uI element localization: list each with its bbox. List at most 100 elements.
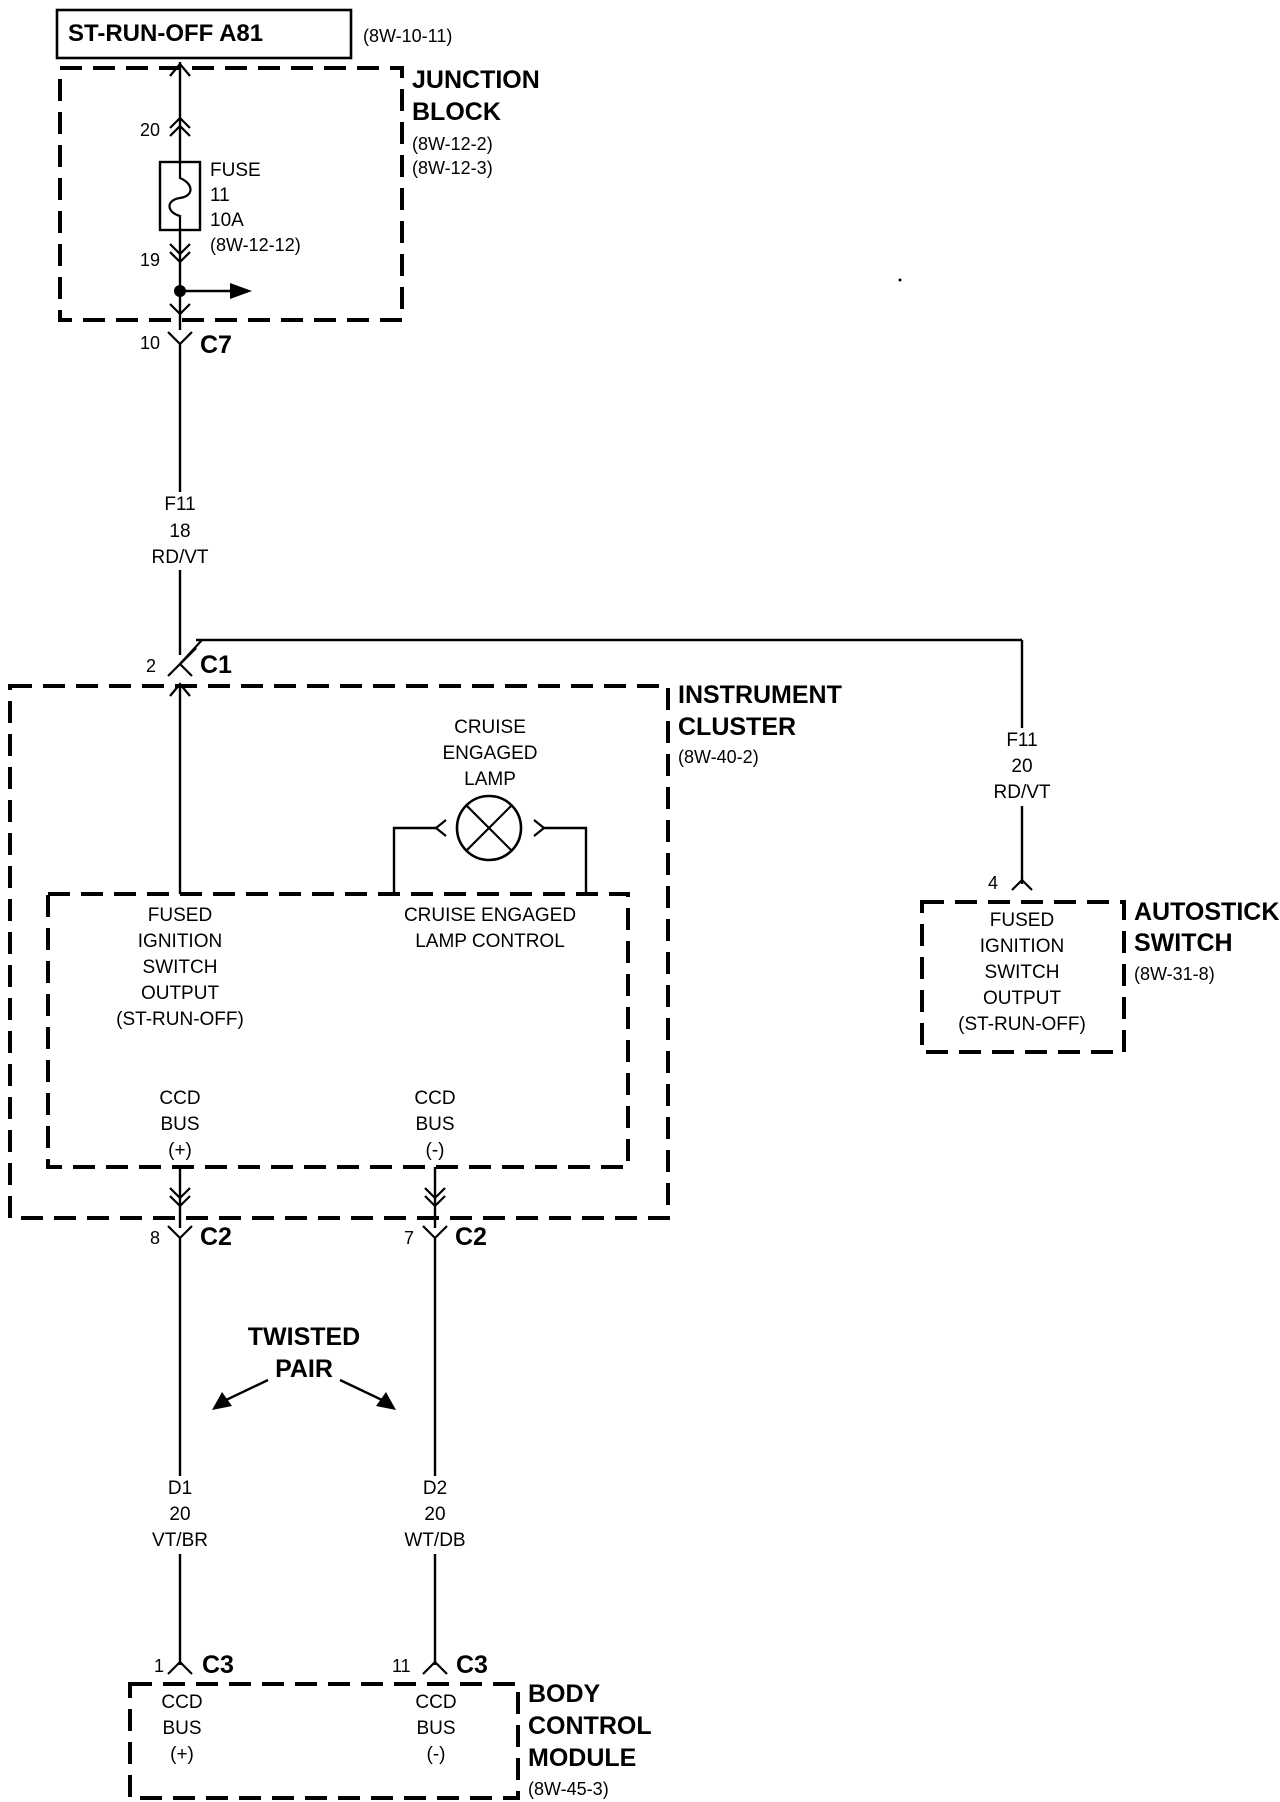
cluster-title-1: INSTRUMENT	[678, 681, 842, 709]
body-control-module: BODY CONTROL MODULE (8W-45-3) CCD BUS (+…	[128, 1680, 652, 1800]
fuse-ref: (8W-12-12)	[210, 235, 301, 255]
c3-minus-pin: 11	[392, 1656, 411, 1676]
wire-d2-label: D2 20 WT/DB	[398, 1476, 472, 1554]
lamp-label-2: ENGAGED	[442, 743, 537, 764]
c2-minus-pin: 7	[404, 1228, 414, 1248]
svg-text:CCD: CCD	[161, 1692, 202, 1713]
fuse-rating: 10A	[210, 210, 244, 231]
connector-c1: 2 C1	[146, 638, 1022, 679]
c7-pin: 10	[140, 333, 160, 353]
autostick-title-2: SWITCH	[1134, 929, 1233, 957]
wire-d2-gauge: 20	[424, 1504, 445, 1525]
connector-c2-minus: 7 C2	[404, 1223, 487, 1251]
fuse-label: FUSE	[210, 160, 261, 181]
autostick-label-5: (ST-RUN-OFF)	[958, 1014, 1086, 1035]
junction-block-title-2: BLOCK	[412, 98, 501, 126]
autostick-label-2: IGNITION	[980, 936, 1064, 957]
c3-plus-pin: 1	[154, 1656, 164, 1676]
svg-text:(+): (+)	[170, 1744, 194, 1765]
svg-text:LAMP CONTROL: LAMP CONTROL	[415, 931, 565, 952]
lamp-icon	[455, 794, 523, 862]
svg-text:(ST-RUN-OFF): (ST-RUN-OFF)	[116, 1009, 244, 1030]
c1-pin: 2	[146, 656, 156, 676]
junction-block-title-1: JUNCTION	[412, 66, 540, 94]
autostick-label-1: FUSED	[990, 910, 1054, 931]
twisted-pair-line-1: TWISTED	[248, 1323, 361, 1351]
fuse-icon	[158, 160, 202, 232]
wire-d2-circuit: D2	[423, 1478, 447, 1499]
c3-minus-name: C3	[456, 1651, 488, 1679]
wire-f11-gauge: 18	[169, 521, 190, 542]
ccd-bus-plus-label: CCD BUS (+)	[159, 1088, 200, 1161]
autostick-pin: 4	[988, 873, 998, 893]
cluster-title-2: CLUSTER	[678, 713, 796, 741]
c2-plus-name: C2	[200, 1223, 232, 1251]
junction-block-ref-2: (8W-12-3)	[412, 158, 493, 178]
wire-d1-color: VT/BR	[152, 1530, 208, 1551]
fuse-number: 11	[210, 185, 230, 206]
wire-d1-gauge: 20	[169, 1504, 190, 1525]
c2-plus-pin: 8	[150, 1228, 160, 1248]
bcm-title-2: CONTROL	[528, 1712, 652, 1740]
wire-f11-branch-label: F11 20 RD/VT	[992, 728, 1054, 806]
autostick-ref: (8W-31-8)	[1134, 964, 1215, 984]
scan-speck	[898, 278, 902, 282]
connector-c7: 10 C7	[140, 331, 232, 359]
svg-text:(+): (+)	[168, 1140, 192, 1161]
wire-d1-label: D1 20 VT/BR	[146, 1476, 216, 1554]
autostick-switch: 4 AUTOSTICK SWITCH (8W-31-8) FUSED IGNIT…	[920, 873, 1279, 1054]
svg-text:IGNITION: IGNITION	[138, 931, 222, 952]
wire-f11-branch-circuit: F11	[1006, 730, 1037, 751]
twisted-pair-line-2: PAIR	[275, 1355, 333, 1383]
bcm-title-1: BODY	[528, 1680, 601, 1708]
instrument-cluster: INSTRUMENT CLUSTER (8W-40-2) CRUISE ENGA…	[8, 681, 842, 1228]
source-box: ST-RUN-OFF A81 (8W-10-11)	[55, 8, 452, 60]
svg-text:CCD: CCD	[414, 1088, 455, 1109]
autostick-label-3: SWITCH	[985, 962, 1060, 983]
source-label: ST-RUN-OFF A81	[68, 20, 263, 47]
svg-text:(-): (-)	[426, 1140, 445, 1161]
svg-text:FUSED: FUSED	[148, 905, 212, 926]
twisted-pair-annotation: TWISTED PAIR	[212, 1323, 396, 1410]
arrow-right-icon	[230, 283, 252, 299]
wire-f11-branch-gauge: 20	[1011, 756, 1032, 777]
svg-text:BUS: BUS	[162, 1718, 201, 1739]
connector-c3-plus: 1 C3	[154, 1651, 234, 1679]
source-ref: (8W-10-11)	[363, 26, 452, 46]
junction-block: JUNCTION BLOCK (8W-12-2) (8W-12-3) 20 FU…	[58, 62, 540, 330]
lamp-label-3: LAMP	[464, 769, 516, 790]
fused-output-label: FUSED IGNITION SWITCH OUTPUT (ST-RUN-OFF…	[116, 905, 244, 1030]
wire-f11-main-label: F11 18 RD/VT	[150, 492, 210, 570]
wire-d2-color: WT/DB	[404, 1530, 465, 1551]
svg-text:CCD: CCD	[415, 1692, 456, 1713]
lamp-label-1: CRUISE	[454, 717, 526, 738]
wire-f11-circuit: F11	[164, 494, 195, 515]
bcm-ref: (8W-45-3)	[528, 1779, 609, 1799]
svg-text:BUS: BUS	[415, 1114, 454, 1135]
arrow-right-icon	[376, 1392, 396, 1410]
svg-text:SWITCH: SWITCH	[143, 957, 218, 978]
junction-block-ref-1: (8W-12-2)	[412, 134, 493, 154]
autostick-label-4: OUTPUT	[983, 988, 1062, 1009]
lamp-control-label: CRUISE ENGAGED LAMP CONTROL	[404, 905, 576, 952]
c2-minus-name: C2	[455, 1223, 487, 1251]
c7-name: C7	[200, 331, 232, 359]
wire-f11-branch-color: RD/VT	[994, 782, 1051, 803]
bcm-ccd-minus-label: CCD BUS (-)	[415, 1692, 456, 1765]
svg-text:BUS: BUS	[416, 1718, 455, 1739]
svg-text:OUTPUT: OUTPUT	[141, 983, 220, 1004]
junction-pin-19: 19	[140, 250, 160, 270]
connector-c2-plus: 8 C2	[150, 1223, 232, 1251]
bcm-ccd-plus-label: CCD BUS (+)	[161, 1692, 202, 1765]
svg-text:CCD: CCD	[159, 1088, 200, 1109]
svg-text:(-): (-)	[427, 1744, 446, 1765]
ccd-bus-minus-label: CCD BUS (-)	[414, 1088, 455, 1161]
svg-text:CRUISE ENGAGED: CRUISE ENGAGED	[404, 905, 576, 926]
c1-name: C1	[200, 651, 232, 679]
wire-f11-color: RD/VT	[152, 547, 209, 568]
autostick-title-1: AUTOSTICK	[1134, 898, 1279, 926]
connector-c3-minus: 11 C3	[392, 1651, 488, 1679]
wire-d1-circuit: D1	[168, 1478, 192, 1499]
svg-text:BUS: BUS	[160, 1114, 199, 1135]
